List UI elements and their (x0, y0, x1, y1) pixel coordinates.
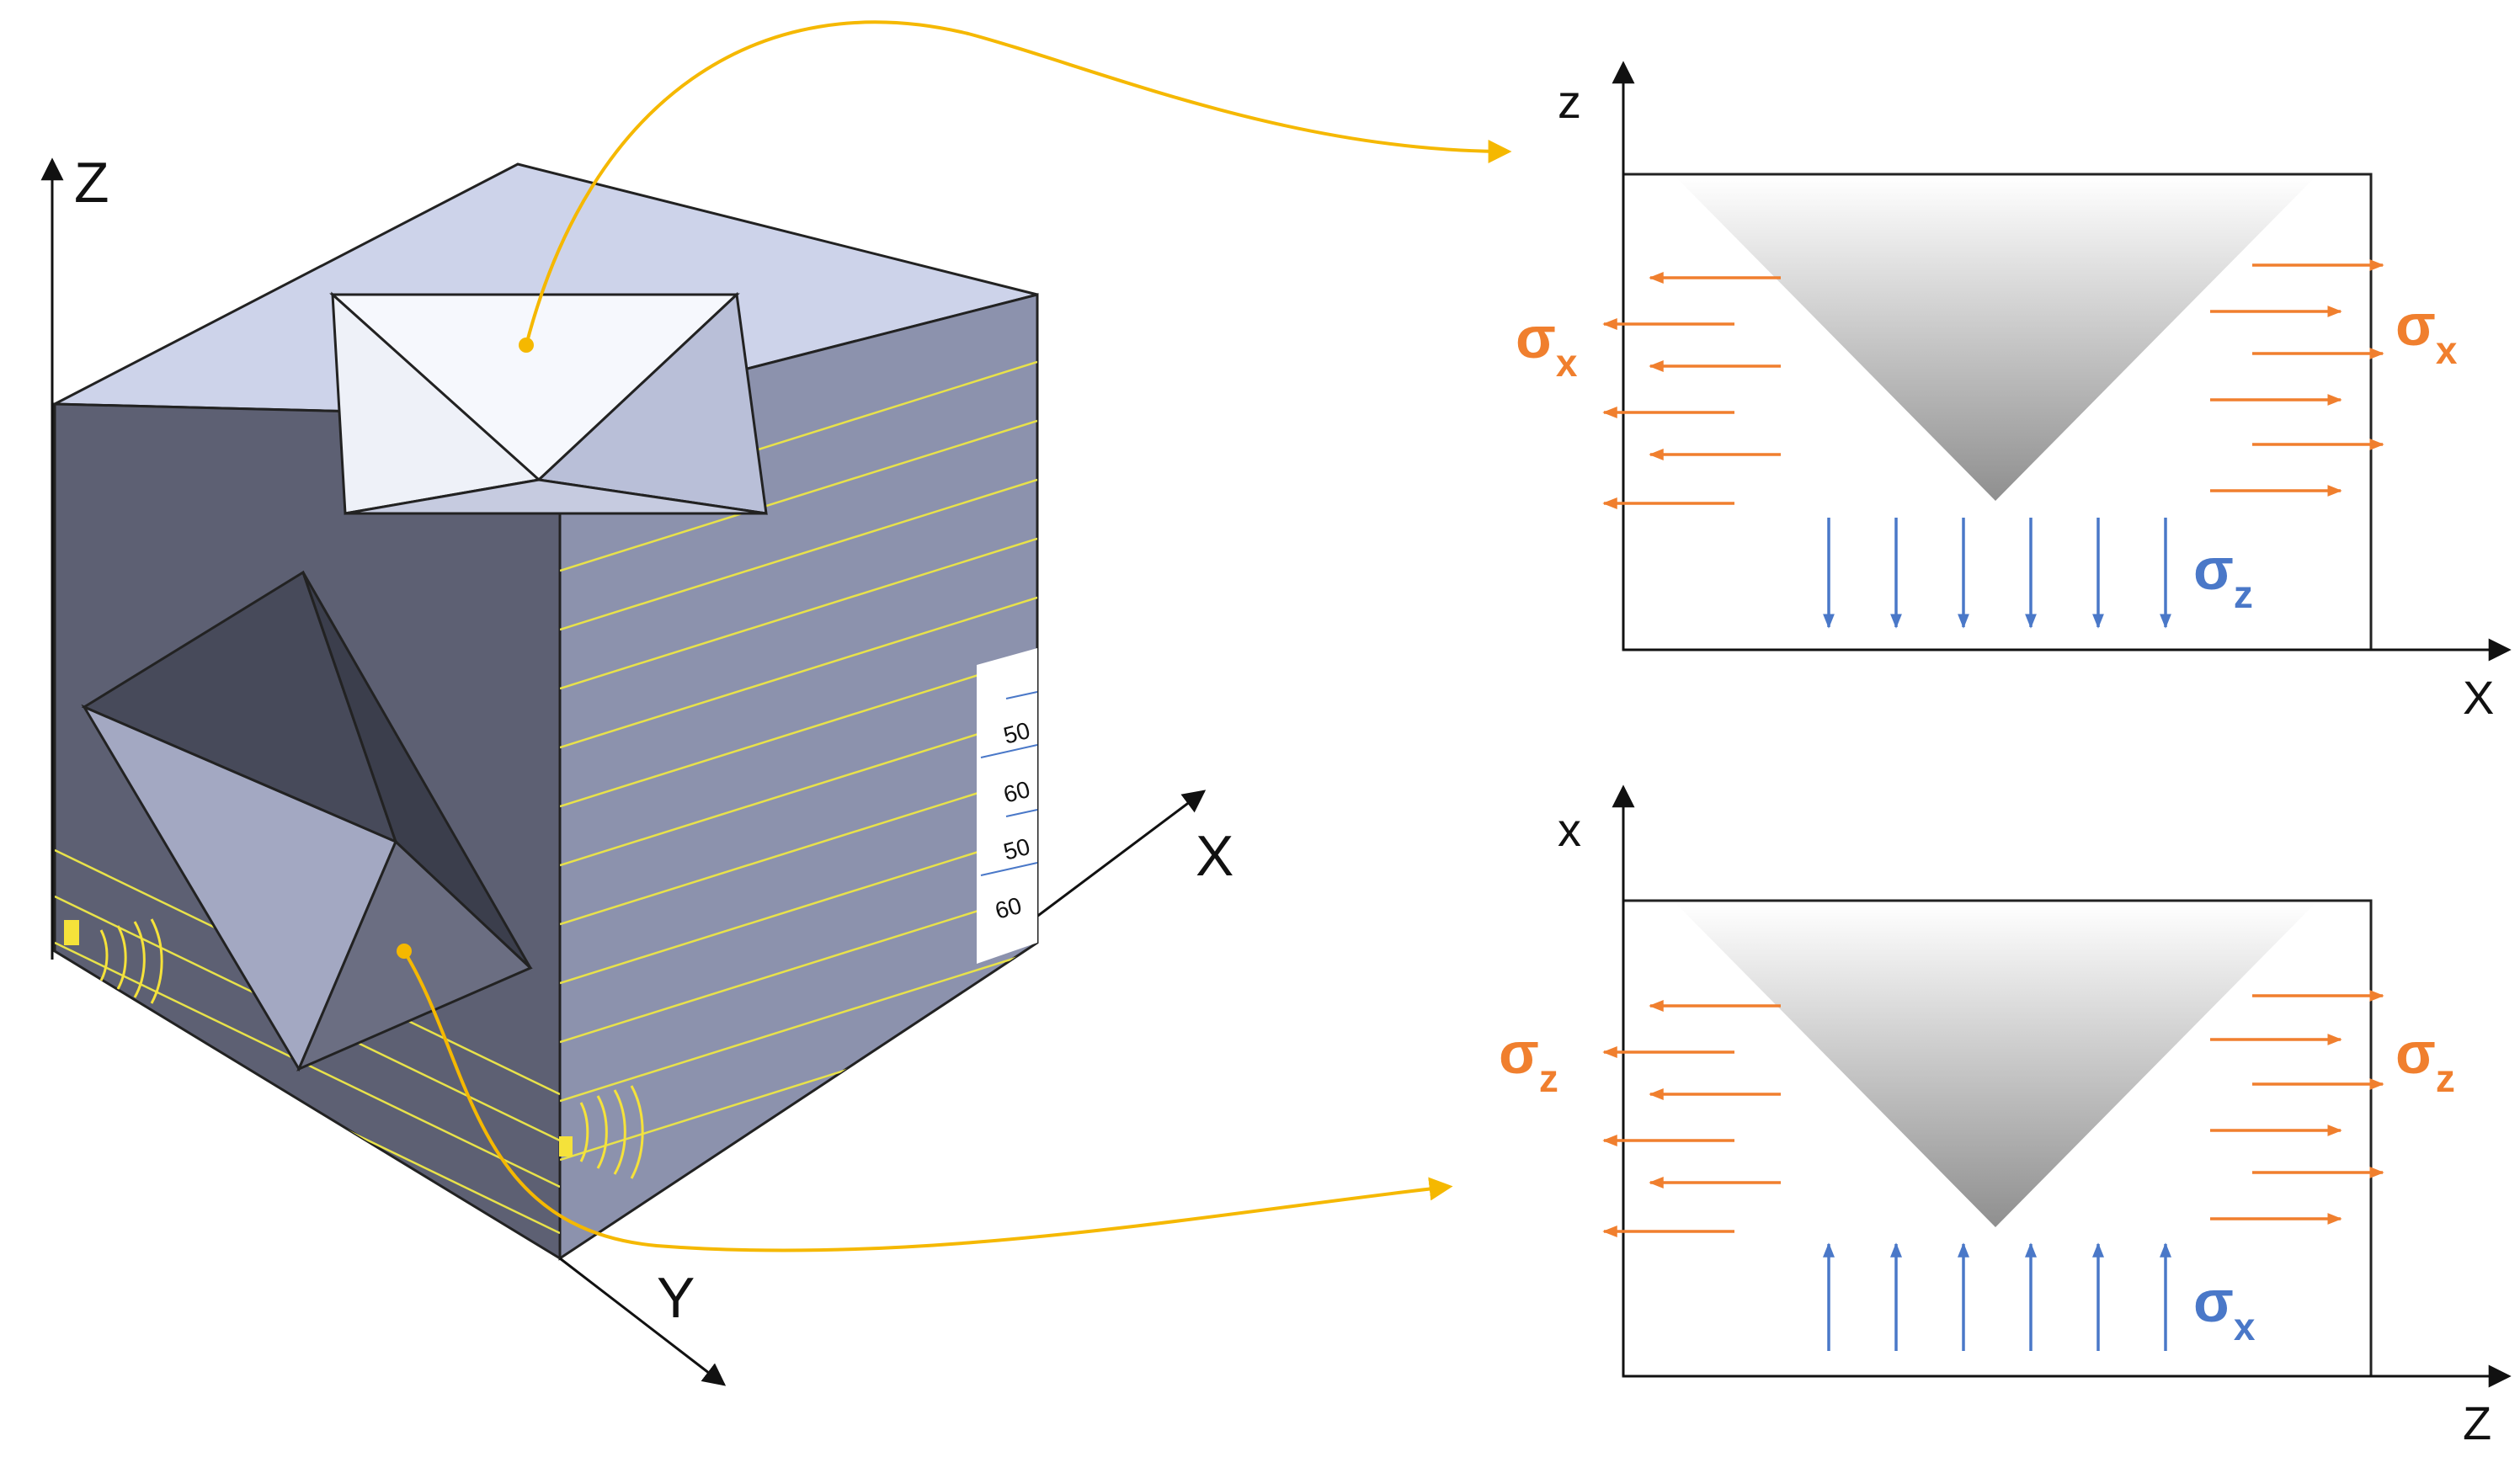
panel-top-bottom-stress-label: σz (2193, 536, 2253, 616)
panel-bottom-right-stress-label: σz (2395, 1020, 2455, 1100)
right-face-layer-lines (560, 360, 1037, 1162)
top-indentation (329, 291, 768, 515)
front-wave-arcs (64, 918, 163, 1004)
cube: 50 60 50 60 Z X Y (40, 151, 1233, 1386)
panel-top-left-arrows (1602, 272, 1781, 509)
panel-bottom-horizontal-label: Z (2463, 1396, 2491, 1449)
panel-bottom-indenter (1676, 903, 2315, 1227)
panel-top-horizontal-label: X (2463, 671, 2494, 724)
cube-x-label: X (1196, 824, 1233, 888)
panel-top-bottom-arrows (1823, 518, 2171, 629)
panel-top-indenter (1676, 177, 2315, 501)
corner-wave-arcs (559, 1085, 644, 1179)
panel-top-left-stress-label: σx (1516, 305, 1578, 385)
panel-top-vertical-label: z (1558, 75, 1581, 128)
panel-bottom-vertical-label: x (1558, 803, 1581, 856)
panel-bottom-bottom-stress-label: σx (2193, 1268, 2256, 1348)
panel-bottom-right-arrows (2210, 990, 2384, 1225)
cube-y-axis (559, 1257, 727, 1386)
panel-top: z X σx σx σz (1516, 61, 2512, 724)
panel-bottom-left-stress-label: σz (1499, 1020, 1558, 1100)
panel-bottom: x Z σz σz σx (1499, 784, 2512, 1449)
connector-bottom (397, 944, 1453, 1252)
layer-label-strip: 50 60 50 60 (977, 648, 1038, 964)
cube-z-label: Z (74, 151, 109, 215)
panel-top-right-arrows (2210, 259, 2384, 497)
panel-bottom-bottom-arrows (1823, 1242, 2171, 1351)
connector-top (519, 20, 1512, 353)
front-indentation (81, 570, 533, 1072)
cube-y-label: Y (657, 1266, 695, 1330)
panel-bottom-left-arrows (1602, 1000, 1781, 1237)
panel-top-right-stress-label: σx (2395, 292, 2458, 372)
